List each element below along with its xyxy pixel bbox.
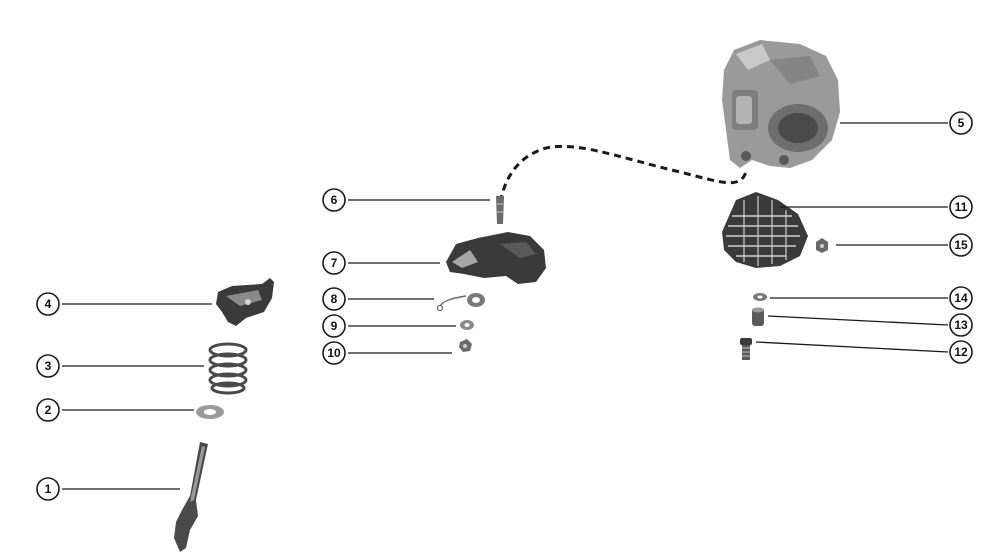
leader-12	[755, 341, 949, 353]
callout-14: 14	[949, 286, 973, 310]
part-7-cover	[446, 232, 546, 284]
callout-15: 15	[949, 233, 973, 257]
part-14-washer	[753, 293, 767, 301]
dashed-link-line	[498, 144, 748, 203]
part-12-bolt	[740, 338, 752, 360]
svg-text:6: 6	[331, 193, 338, 207]
callout-3: 3	[36, 354, 60, 378]
part-1-lever	[174, 442, 208, 552]
svg-text:15: 15	[954, 238, 968, 252]
part-3-spring	[208, 342, 248, 395]
part-4-bracket	[216, 278, 274, 326]
callout-12: 12	[949, 340, 973, 364]
part-2-washer	[196, 405, 224, 419]
svg-text:4: 4	[45, 297, 52, 311]
part-15-nut	[816, 238, 828, 253]
callout-8: 8	[322, 287, 346, 311]
part-11-grille	[722, 192, 808, 268]
callout-6: 6	[322, 188, 346, 212]
part-9-washer	[460, 320, 474, 330]
callout-11: 11	[949, 195, 973, 219]
callout-7: 7	[322, 251, 346, 275]
svg-text:1: 1	[45, 482, 52, 496]
svg-text:7: 7	[331, 256, 338, 270]
callout-5: 5	[949, 111, 973, 135]
svg-text:11: 11	[955, 200, 968, 214]
svg-text:9: 9	[331, 319, 338, 333]
part-8-clip	[436, 293, 485, 312]
part-10-nut	[459, 339, 472, 352]
part-13-spacer	[752, 307, 764, 326]
svg-text:5: 5	[958, 116, 965, 130]
part-6-pin	[496, 196, 504, 224]
callout-4: 4	[36, 292, 60, 316]
leader-13	[767, 315, 949, 326]
callout-2: 2	[36, 398, 60, 422]
svg-text:10: 10	[327, 346, 341, 360]
callout-9: 9	[322, 314, 346, 338]
part-5-carburetor	[722, 40, 840, 168]
svg-text:2: 2	[45, 403, 52, 417]
svg-text:3: 3	[45, 359, 52, 373]
svg-text:13: 13	[954, 318, 968, 332]
svg-text:14: 14	[954, 291, 968, 305]
svg-text:8: 8	[331, 292, 338, 306]
callout-13: 13	[949, 313, 973, 337]
callout-1: 1	[36, 477, 60, 501]
callout-10: 10	[322, 341, 346, 365]
svg-text:12: 12	[954, 345, 968, 359]
